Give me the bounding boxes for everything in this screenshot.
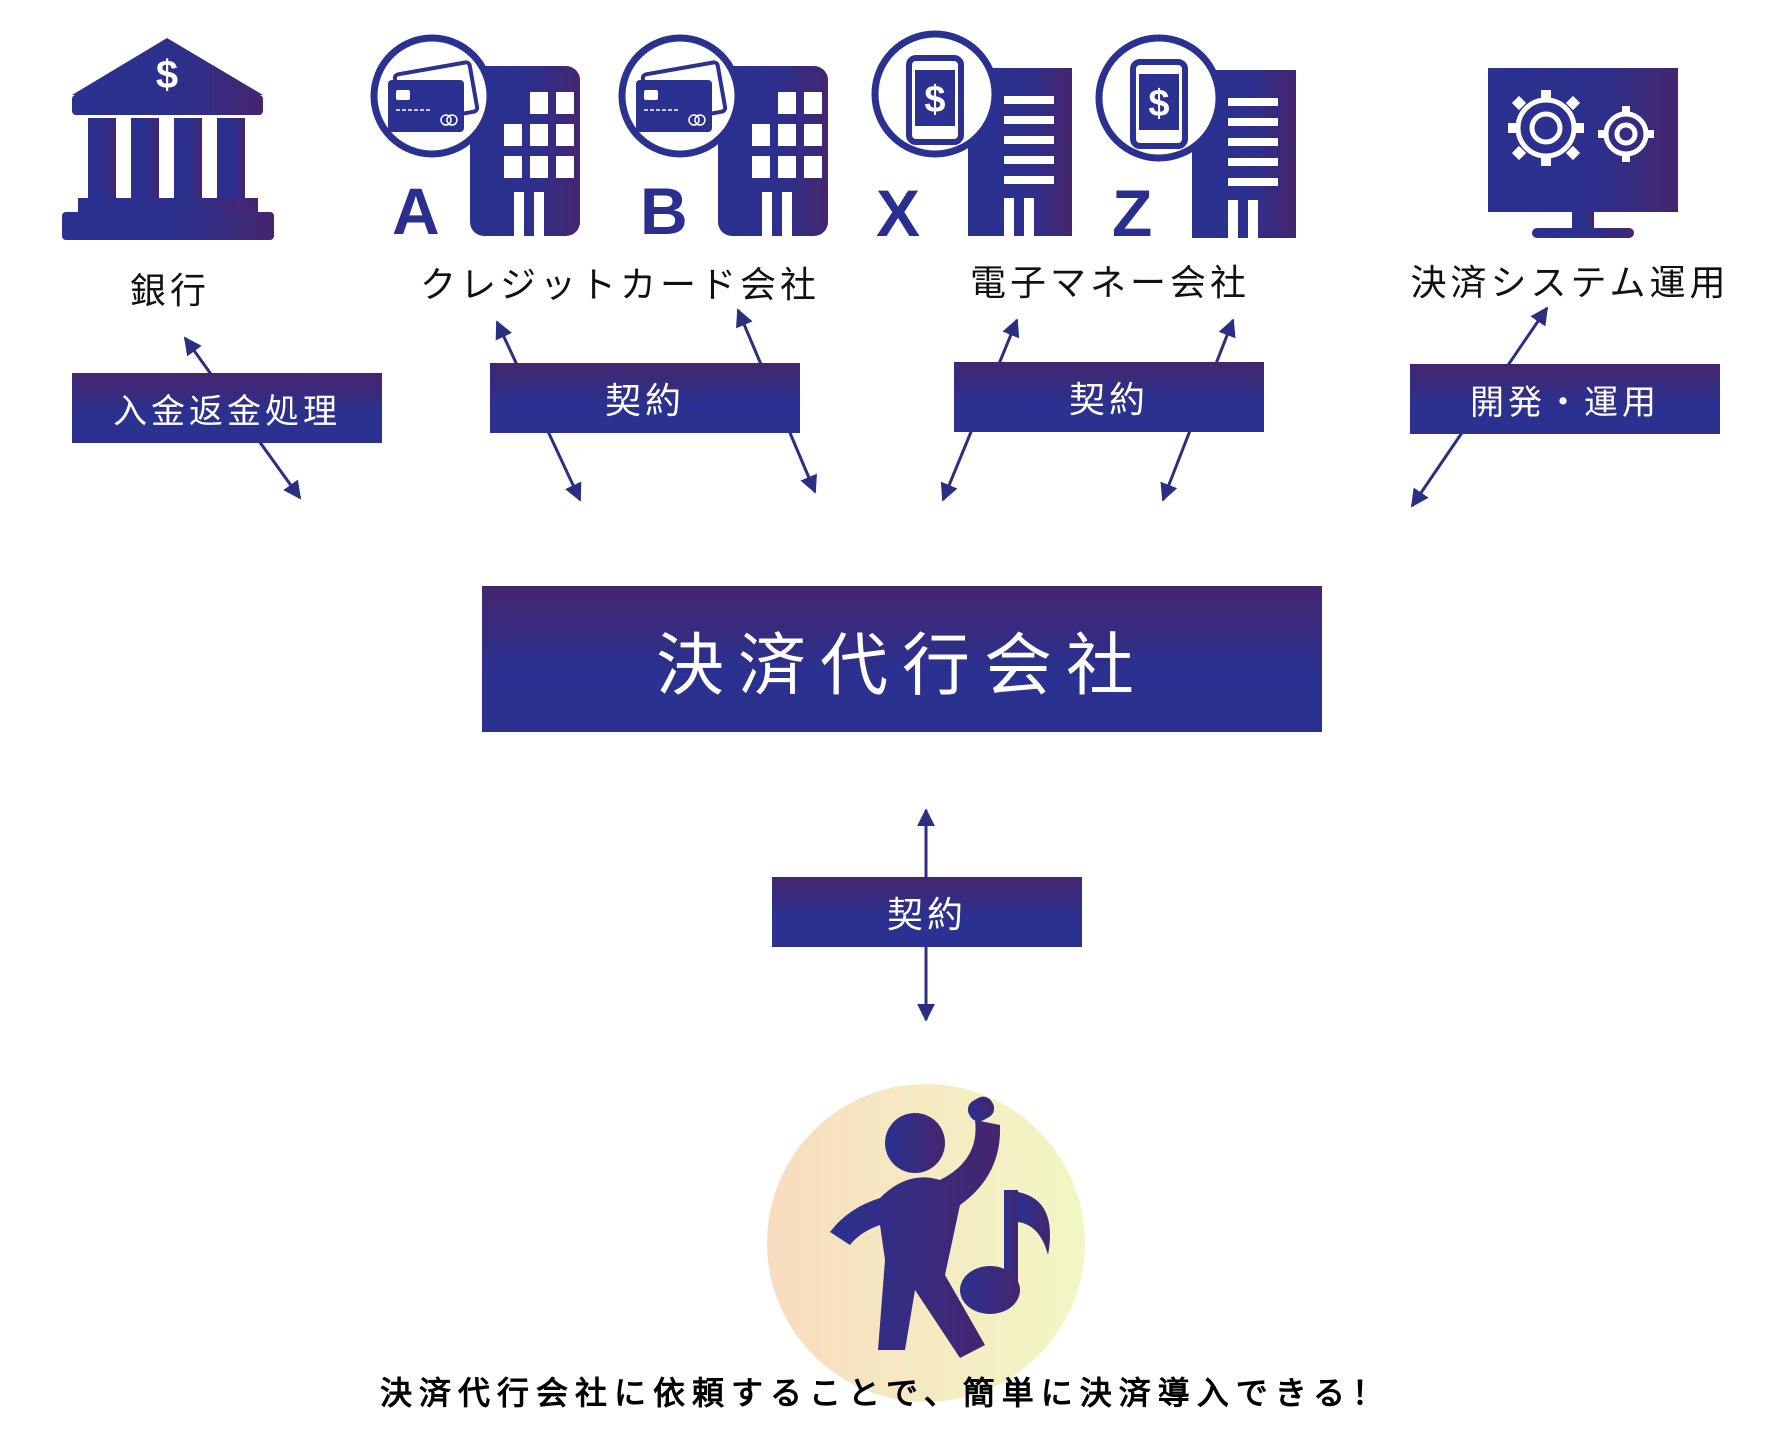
e-money-company-icon: $ [1095, 34, 1296, 238]
company-letter-z: Z [1112, 176, 1153, 250]
relation-label-credit-contract: 契約 [490, 363, 800, 433]
relation-label-deposit-refund: 入金返金処理 [72, 373, 382, 443]
credit-card-company-icon [618, 34, 828, 236]
dancing-person-icon [830, 1096, 1001, 1358]
company-letter-a: A [392, 174, 440, 248]
e-money-company-label: 電子マネー会社 [969, 263, 1250, 304]
system-gears-icon [1488, 68, 1678, 238]
relation-label-dev-ops: 開発・運用 [1410, 364, 1720, 434]
bank-icon: $ [62, 38, 274, 240]
svg-text:$: $ [1148, 83, 1169, 125]
bank-label: 銀行 [129, 271, 210, 312]
payment-system-label: 決済システム運用 [1410, 263, 1730, 304]
credit-card-company-label: クレジットカード会社 [419, 265, 820, 306]
music-note-icon [960, 1190, 1050, 1314]
e-money-company-icon: $ [871, 30, 1072, 236]
relation-label-merchant-contract: 契約 [772, 877, 1082, 947]
payment-agency-box: 決済代行会社 [482, 586, 1322, 732]
company-letter-b: B [640, 174, 688, 248]
company-letter-x: X [876, 176, 921, 250]
svg-text:$: $ [156, 53, 178, 97]
summary-message: 決済代行会社に依頼することで、簡単に決済導入できる！ [379, 1374, 1392, 1412]
svg-text:$: $ [924, 79, 945, 121]
credit-card-company-icon [370, 34, 580, 236]
relation-label-emoney-contract: 契約 [954, 362, 1264, 432]
